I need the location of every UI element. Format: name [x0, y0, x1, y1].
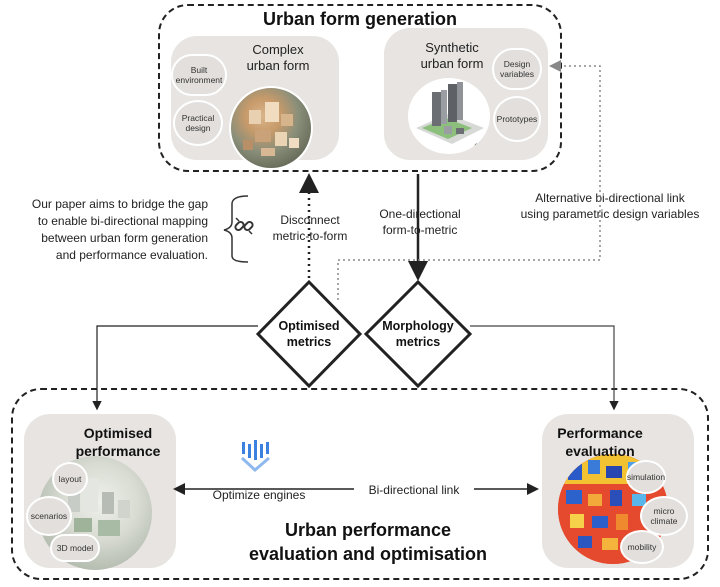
metrics-to-optimised-link: [92, 325, 258, 411]
alternative-link-label: Alternative bi-directional link using pa…: [520, 191, 700, 221]
3d-model-bubble: 3D model: [50, 534, 100, 562]
optimised-metrics-diamond: [255, 279, 363, 389]
optimize-engine-icon: [238, 438, 274, 474]
optimised-performance-title: Optimised performance: [75, 425, 161, 459]
note-brace: [223, 195, 249, 263]
synthetic-urban-form-title: Synthetic urban form: [420, 40, 484, 71]
alternative-link-path: [337, 60, 601, 300]
bidirectional-link-label-overlay: Bi-directional link: [354, 482, 474, 498]
synthetic-prototype-illustration: ⊕: [416, 82, 484, 150]
urban-performance-title: Urban performance evaluation and optimis…: [248, 520, 488, 564]
synthetic-urban-form-image: ⊕: [408, 78, 490, 154]
broken-link-icon: [232, 214, 256, 238]
morphology-metrics-diamond: [363, 279, 473, 389]
urban-form-generation-box: [158, 4, 562, 172]
optimised-metrics-label: Optimised metrics: [278, 319, 340, 349]
prototypes-bubble: Prototypes: [493, 96, 541, 142]
metrics-to-performance-link: [470, 325, 619, 411]
mobility-bubble: mobility: [620, 530, 664, 564]
urban-form-generation-title: Urban form generation: [262, 9, 458, 29]
complex-urban-form-title: Complex urban form: [246, 42, 310, 73]
urban-performance-box: [11, 388, 709, 580]
layout-bubble: layout: [52, 462, 88, 496]
morphology-metrics-label: Morphology metrics: [382, 319, 454, 349]
design-variables-bubble: Design variables: [492, 48, 542, 90]
simulation-bubble: simulation: [626, 460, 666, 494]
complex-urban-form-image: [229, 86, 313, 170]
paper-aim-note: Our paper aims to bridge the gap to enab…: [31, 197, 208, 262]
scenarios-bubble: scenarios: [26, 496, 72, 536]
one-directional-label: One-directional form-to-metric: [379, 207, 461, 237]
performance-evaluation-title: Performance evaluation: [557, 425, 643, 459]
complex-city-illustration: [243, 102, 299, 156]
micro-climate-bubble: micro climate: [640, 496, 688, 536]
practical-design-bubble: Practical design: [173, 100, 223, 146]
built-environment-bubble: Built environment: [171, 54, 227, 96]
